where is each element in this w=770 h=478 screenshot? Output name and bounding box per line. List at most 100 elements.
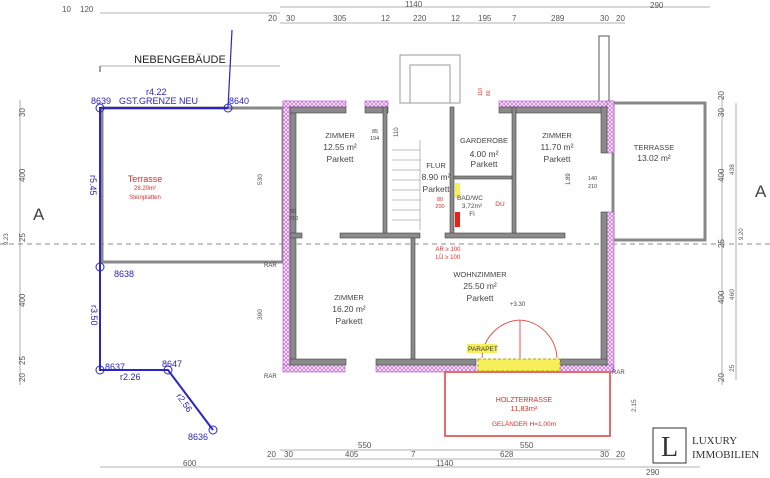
dim-label: 20	[717, 91, 726, 100]
dim-label: 290	[650, 1, 664, 10]
door-dim: 85	[372, 129, 378, 135]
dim-label: 110	[394, 127, 400, 137]
dim-label: 12	[451, 14, 460, 23]
dimension-labels: 10 120 1140 290 20 30 305 12 220 12 195 …	[4, 0, 745, 477]
room-name: ZIMMER	[542, 131, 572, 140]
dim-label: 30	[717, 108, 726, 117]
dim-label: 25	[729, 364, 736, 372]
dim-label: 30	[18, 108, 27, 117]
dim-label: 7	[411, 450, 416, 459]
dim-label: 405	[345, 450, 359, 459]
room-name: WOHNZIMMER	[453, 270, 507, 279]
dim-label: 20	[616, 450, 625, 459]
parapet-window	[477, 358, 561, 372]
logo-line2: IMMOBILIEN	[692, 449, 759, 461]
room-area: 8.90 m²	[422, 172, 451, 182]
point-label: 8638	[114, 269, 134, 279]
shower-label: DU	[495, 201, 505, 208]
dim-label: 195	[478, 14, 492, 23]
dim-label: 600	[183, 459, 197, 468]
building-title: NEBENGEBÄUDE	[134, 54, 226, 66]
point-label: 8639	[91, 96, 111, 106]
dim-label: 1140	[405, 0, 423, 9]
dim-label: 438	[729, 164, 736, 175]
dim-label: 20	[717, 373, 726, 382]
point-label: 8636	[188, 432, 208, 442]
room-area: 13.02 m²	[637, 153, 671, 163]
dim-label: 10	[62, 5, 71, 14]
ar-label: AR ≥ 100	[436, 247, 462, 253]
dim-label: 12	[381, 14, 390, 23]
point-label: 8647	[162, 359, 182, 369]
chimney	[598, 35, 610, 104]
section-marker-left: A	[33, 205, 45, 224]
room-floor: Parkett	[423, 184, 451, 194]
rar-label: RAR	[264, 374, 277, 380]
room-name: HOLZTERRASSE	[496, 397, 553, 404]
section-marker-right: A	[755, 182, 767, 201]
window-dim: 80	[486, 90, 492, 96]
dim-label: 460	[729, 289, 736, 300]
level-mark: +3.30	[510, 302, 526, 308]
dim-label: 550	[520, 441, 534, 450]
room-floor: Parkett	[471, 159, 499, 169]
room-name: Terrasse	[128, 174, 163, 184]
room-name: TERRASSE	[634, 143, 674, 152]
room-area: 11.70 m²	[541, 142, 574, 152]
room-floor: Fl	[469, 211, 475, 218]
room-area: 4.00 m²	[470, 149, 499, 159]
dim-label: 9.20	[739, 228, 745, 240]
room-floor: Parkett	[467, 293, 495, 303]
stairs	[392, 140, 421, 230]
terrace-left	[100, 106, 285, 264]
dim-label: 290	[646, 468, 660, 477]
dim-label: 305	[333, 14, 347, 23]
dim-label: 9.23	[4, 233, 10, 245]
dim-label: 220	[413, 14, 427, 23]
room-floor: Parkett	[327, 154, 355, 164]
dim-label: 2.15	[631, 399, 638, 412]
dim-label: 20	[267, 450, 276, 459]
room-name: FLUR	[426, 161, 446, 170]
door-dim: 194	[370, 136, 379, 142]
door-dim: 140	[588, 176, 597, 182]
room-area: 28.20m²	[134, 186, 156, 192]
railing-note: GELÄNDER H=1.00m	[492, 420, 556, 428]
dim-label: 25	[18, 233, 27, 242]
segment-label: r3.50	[89, 305, 99, 326]
lu-label: LÜ ≥ 100	[436, 254, 461, 261]
dim-label: 20	[268, 14, 277, 23]
segment-label: r4.22	[146, 87, 167, 97]
segment-label: r2.26	[120, 372, 141, 382]
room-name: GARDEROBE	[460, 136, 508, 145]
segment-label: r2.56	[174, 391, 194, 414]
dim-label: 628	[500, 450, 514, 459]
room-name: ZIMMER	[334, 293, 364, 302]
parapet-label: PARAPET	[468, 346, 498, 353]
dim-label: 530	[257, 174, 264, 185]
rar-label: RAR	[612, 370, 625, 376]
room-area: 12.55 m²	[323, 142, 357, 152]
dim-label: 400	[717, 168, 726, 182]
room-area: 3,72m²	[462, 203, 483, 210]
point-label: 8640	[229, 96, 249, 106]
dim-label: 390	[257, 309, 264, 320]
dim-label: 25	[717, 239, 726, 248]
parapet-highlight	[467, 344, 497, 353]
dim-label: 400	[18, 168, 27, 182]
room-area: 25.50 m²	[463, 281, 497, 291]
segment-label: r5.45	[88, 175, 98, 196]
dim-label: 25	[18, 356, 27, 365]
logo-letter: L	[661, 432, 678, 463]
window-dim: 110	[478, 88, 484, 96]
room-name: ZIMMER	[325, 131, 355, 140]
property-boundary	[95, 29, 233, 435]
dim-label: 400	[18, 293, 27, 307]
door-dim: 210	[289, 216, 298, 222]
dim-label: 30	[286, 14, 295, 23]
door-dim: 80	[437, 197, 443, 203]
door-dim: 210	[588, 184, 597, 190]
room-area: 16.20 m²	[332, 304, 366, 314]
dim-label: 120	[80, 5, 94, 14]
